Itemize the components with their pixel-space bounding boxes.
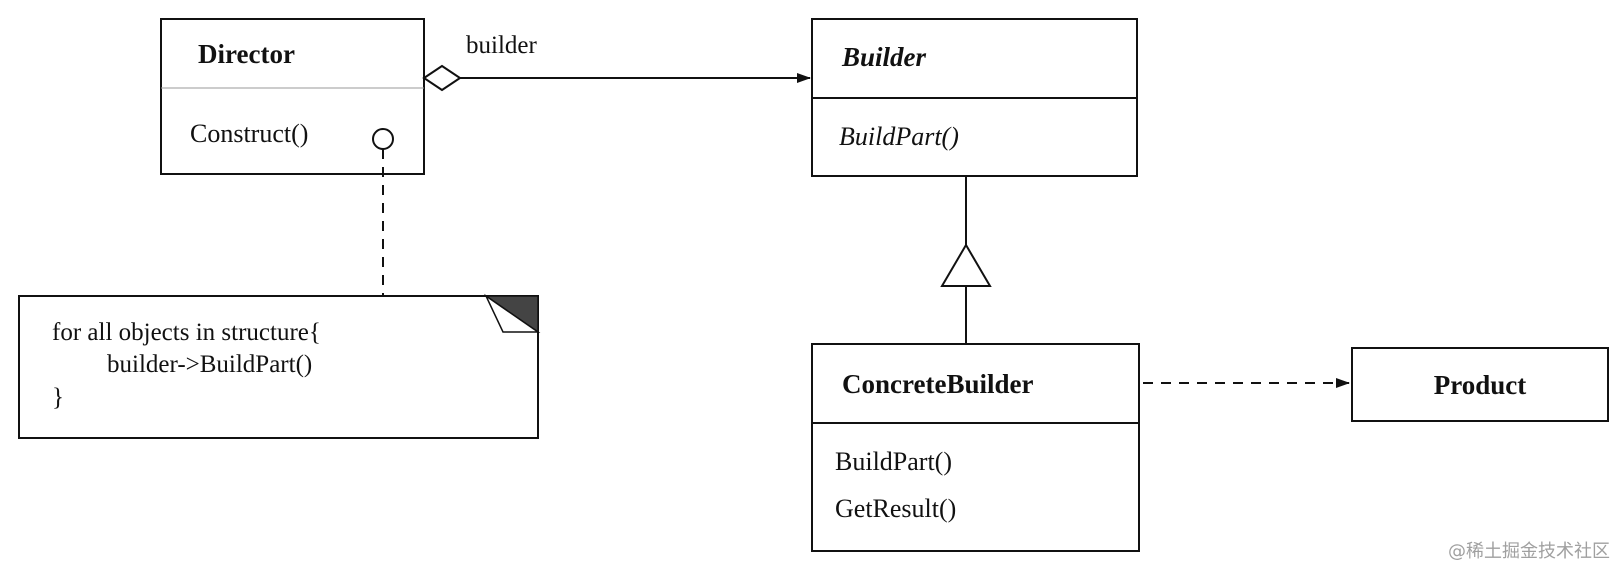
director-class[interactable]: Director Construct() (160, 18, 425, 175)
generalization (940, 176, 992, 344)
concrete-builder-class-box (811, 343, 1140, 552)
concrete-builder-class-name: ConcreteBuilder (842, 369, 1033, 399)
note-box (18, 295, 539, 439)
aggregation-diamond-icon (422, 64, 462, 92)
product-class[interactable]: Product (1351, 347, 1609, 422)
note-line-3: } (52, 384, 64, 411)
director-operation-construct: Construct() (190, 119, 308, 148)
aggregation-association: builder (422, 32, 811, 92)
builder-class-name: Builder (841, 42, 927, 72)
note-line-2: builder->BuildPart() (107, 351, 312, 378)
director-class-name: Director (198, 39, 295, 69)
note-anchor-circle (372, 128, 394, 150)
builder-class[interactable]: Builder BuildPart() (811, 18, 1138, 177)
concrete-builder-operation-getresult: GetResult() (835, 494, 956, 523)
note-line-1: for all objects in structure{ (52, 319, 321, 346)
product-class-name: Product (1434, 370, 1527, 400)
note-fold-icon (484, 293, 541, 333)
note: for all objects in structure{ builder->B… (18, 293, 541, 439)
product-class-box (1351, 347, 1609, 422)
inheritance-triangle-icon (940, 243, 992, 287)
association-label: builder (466, 32, 537, 59)
concrete-builder-operation-buildpart: BuildPart() (835, 447, 952, 476)
builder-operation-buildpart: BuildPart() (839, 122, 959, 151)
watermark: @稀土掘金技术社区 (1448, 541, 1610, 562)
concrete-builder-class[interactable]: ConcreteBuilder BuildPart() GetResult() (811, 343, 1140, 552)
